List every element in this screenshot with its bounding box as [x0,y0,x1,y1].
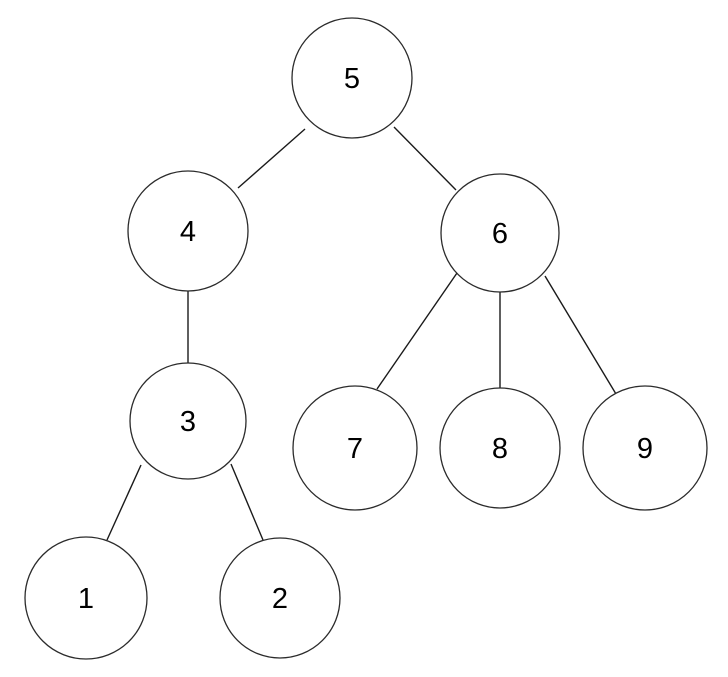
node-circle-5[interactable] [291,17,413,139]
edge-layer [106,126,617,541]
tree-edge-n6-n7 [376,272,458,390]
tree-edge-n5-n6 [393,126,457,191]
tree-node-6[interactable]: 6 [440,173,560,293]
node-circle-2[interactable] [219,537,341,659]
tree-node-4[interactable]: 4 [127,170,249,292]
node-circle-1[interactable] [24,536,148,660]
tree-node-2[interactable]: 2 [219,537,341,659]
tree-node-5[interactable]: 5 [291,17,413,139]
tree-node-9[interactable]: 9 [582,385,708,511]
node-circle-4[interactable] [127,170,249,292]
tree-edge-n6-n9 [544,275,617,395]
tree-edge-n5-n4 [237,128,306,189]
tree-node-3[interactable]: 3 [129,362,247,480]
node-circle-6[interactable] [440,173,560,293]
node-circle-9[interactable] [582,385,708,511]
node-circle-3[interactable] [129,362,247,480]
tree-edge-n3-n1 [106,464,142,541]
node-circle-7[interactable] [292,385,418,511]
tree-node-1[interactable]: 1 [24,536,148,660]
tree-edge-n3-n2 [230,463,264,541]
tree-node-7[interactable]: 7 [292,385,418,511]
node-circle-8[interactable] [439,387,561,509]
tree-node-8[interactable]: 8 [439,387,561,509]
